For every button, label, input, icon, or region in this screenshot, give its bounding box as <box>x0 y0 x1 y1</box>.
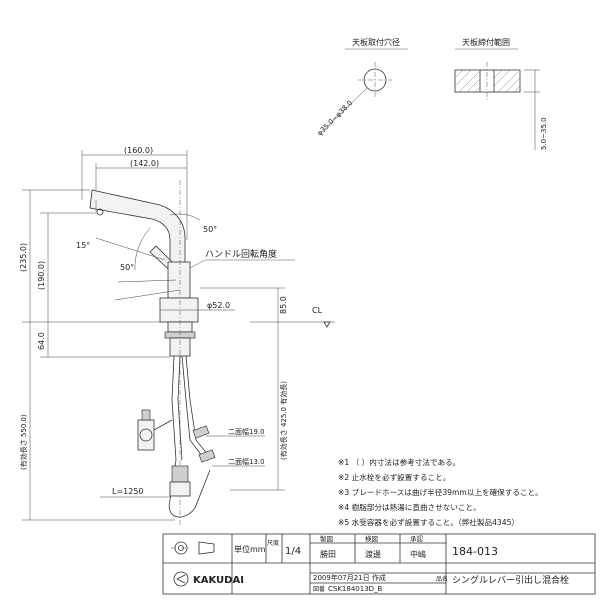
scale-value: 1/4 <box>285 546 301 557</box>
dim-64: 64.0 <box>37 332 46 350</box>
nut-width-19: 二面幅19.0 <box>228 427 265 436</box>
product-name: シングルレバー引出し混合栓 <box>452 574 569 586</box>
centerline-label: CL <box>312 306 323 315</box>
role-label-drafted: 製図 <box>320 534 333 543</box>
notes: ※1 （ ）内寸法は参考寸法である。 ※2 止水栓を必ず設置すること。 ※3 ブ… <box>338 457 543 527</box>
handle-rotation-angle-label: ハンドル回転角度 <box>205 248 277 260</box>
clamping-range-label: 5.0~35.0 <box>540 117 548 150</box>
projection-symbol-cone <box>198 541 215 555</box>
kakudai-logo-mark <box>173 571 189 587</box>
right-dimensions: 85.0 CL (有効長さ 425.0 有効長) <box>200 287 335 491</box>
nut-width-13: 二面幅13.0 <box>228 457 265 466</box>
dim-425: (有効長さ 425.0 有効長) <box>279 381 288 460</box>
role-label-checked: 検図 <box>365 534 378 543</box>
hoses: 二面幅19.0 二面幅13.0 L=1250 <box>100 355 265 518</box>
product-number: 184-013 <box>452 545 498 558</box>
hose-nut-hot <box>192 425 210 439</box>
dim-235: (235.0) <box>19 243 28 272</box>
note-2: ※2 止水栓を必ず設置すること。 <box>338 472 450 482</box>
creation-date: 2009年07月21日 作成 <box>313 573 386 582</box>
checker-name: 渡邊 <box>365 549 381 559</box>
hose-length-label: L=1250 <box>112 487 144 496</box>
left-dimensions: (235.0) (190.0) 64.0 (有効長さ 550.0) <box>19 189 175 521</box>
note-4: ※4 樹脂部分は熱湯に直曲させないこと。 <box>338 502 481 512</box>
range-view-title: 天板締付範囲 <box>462 37 510 47</box>
drafter-name: 勝田 <box>320 549 336 559</box>
note-5: ※5 水受容器を必ず設置すること。（弊社製品4345） <box>338 517 519 527</box>
angle-15: 15° <box>76 241 90 250</box>
hole-diameter-label: φ35.0~φ38.0 <box>316 99 354 137</box>
product-name-label: 品名 <box>436 575 448 583</box>
dim-52: φ52.0 <box>207 301 230 310</box>
note-3: ※3 ブレードホースは曲げ半径39mm以上を確保すること。 <box>338 487 543 497</box>
dim-190: (190.0) <box>37 261 46 290</box>
brand-name: KAKUDAI <box>193 575 244 586</box>
clamping-range-view: 天板締付範囲 5.0~35.0 <box>454 37 548 150</box>
angle-50-top: 50° <box>203 225 217 234</box>
title-block: 単位mm 尺度 1/4 製図 検図 承認 勝田 渡邊 中嶋 184-013 KA… <box>162 533 596 595</box>
note-1: ※1 （ ）内寸法は参考寸法である。 <box>338 457 460 467</box>
approver-name: 中嶋 <box>410 549 426 559</box>
drawing-number: CSK184013D_B <box>328 585 383 593</box>
hose-nut-cold <box>198 449 216 463</box>
mounting-hole-view: 天板取付穴径 φ35.0~φ38.0 <box>316 37 408 137</box>
faucet: φ52.0 <box>89 180 235 525</box>
dim-160: (160.0) <box>124 146 153 155</box>
angle-annotations: 50° 15° 50° ハンドル回転角度 <box>76 213 295 301</box>
role-label-approved: 承認 <box>410 534 424 543</box>
dim-85: 85.0 <box>279 296 288 314</box>
hole-view-title: 天板取付穴径 <box>352 37 400 47</box>
angle-50-bottom: 50° <box>120 263 134 272</box>
scale-label: 尺度 <box>267 539 279 547</box>
dim-142: (142.0) <box>130 159 159 168</box>
dim-550: (有効長さ 550.0) <box>19 414 28 470</box>
unit-label: 単位mm <box>234 544 266 554</box>
drawing-no-label: 図番 <box>313 586 325 593</box>
